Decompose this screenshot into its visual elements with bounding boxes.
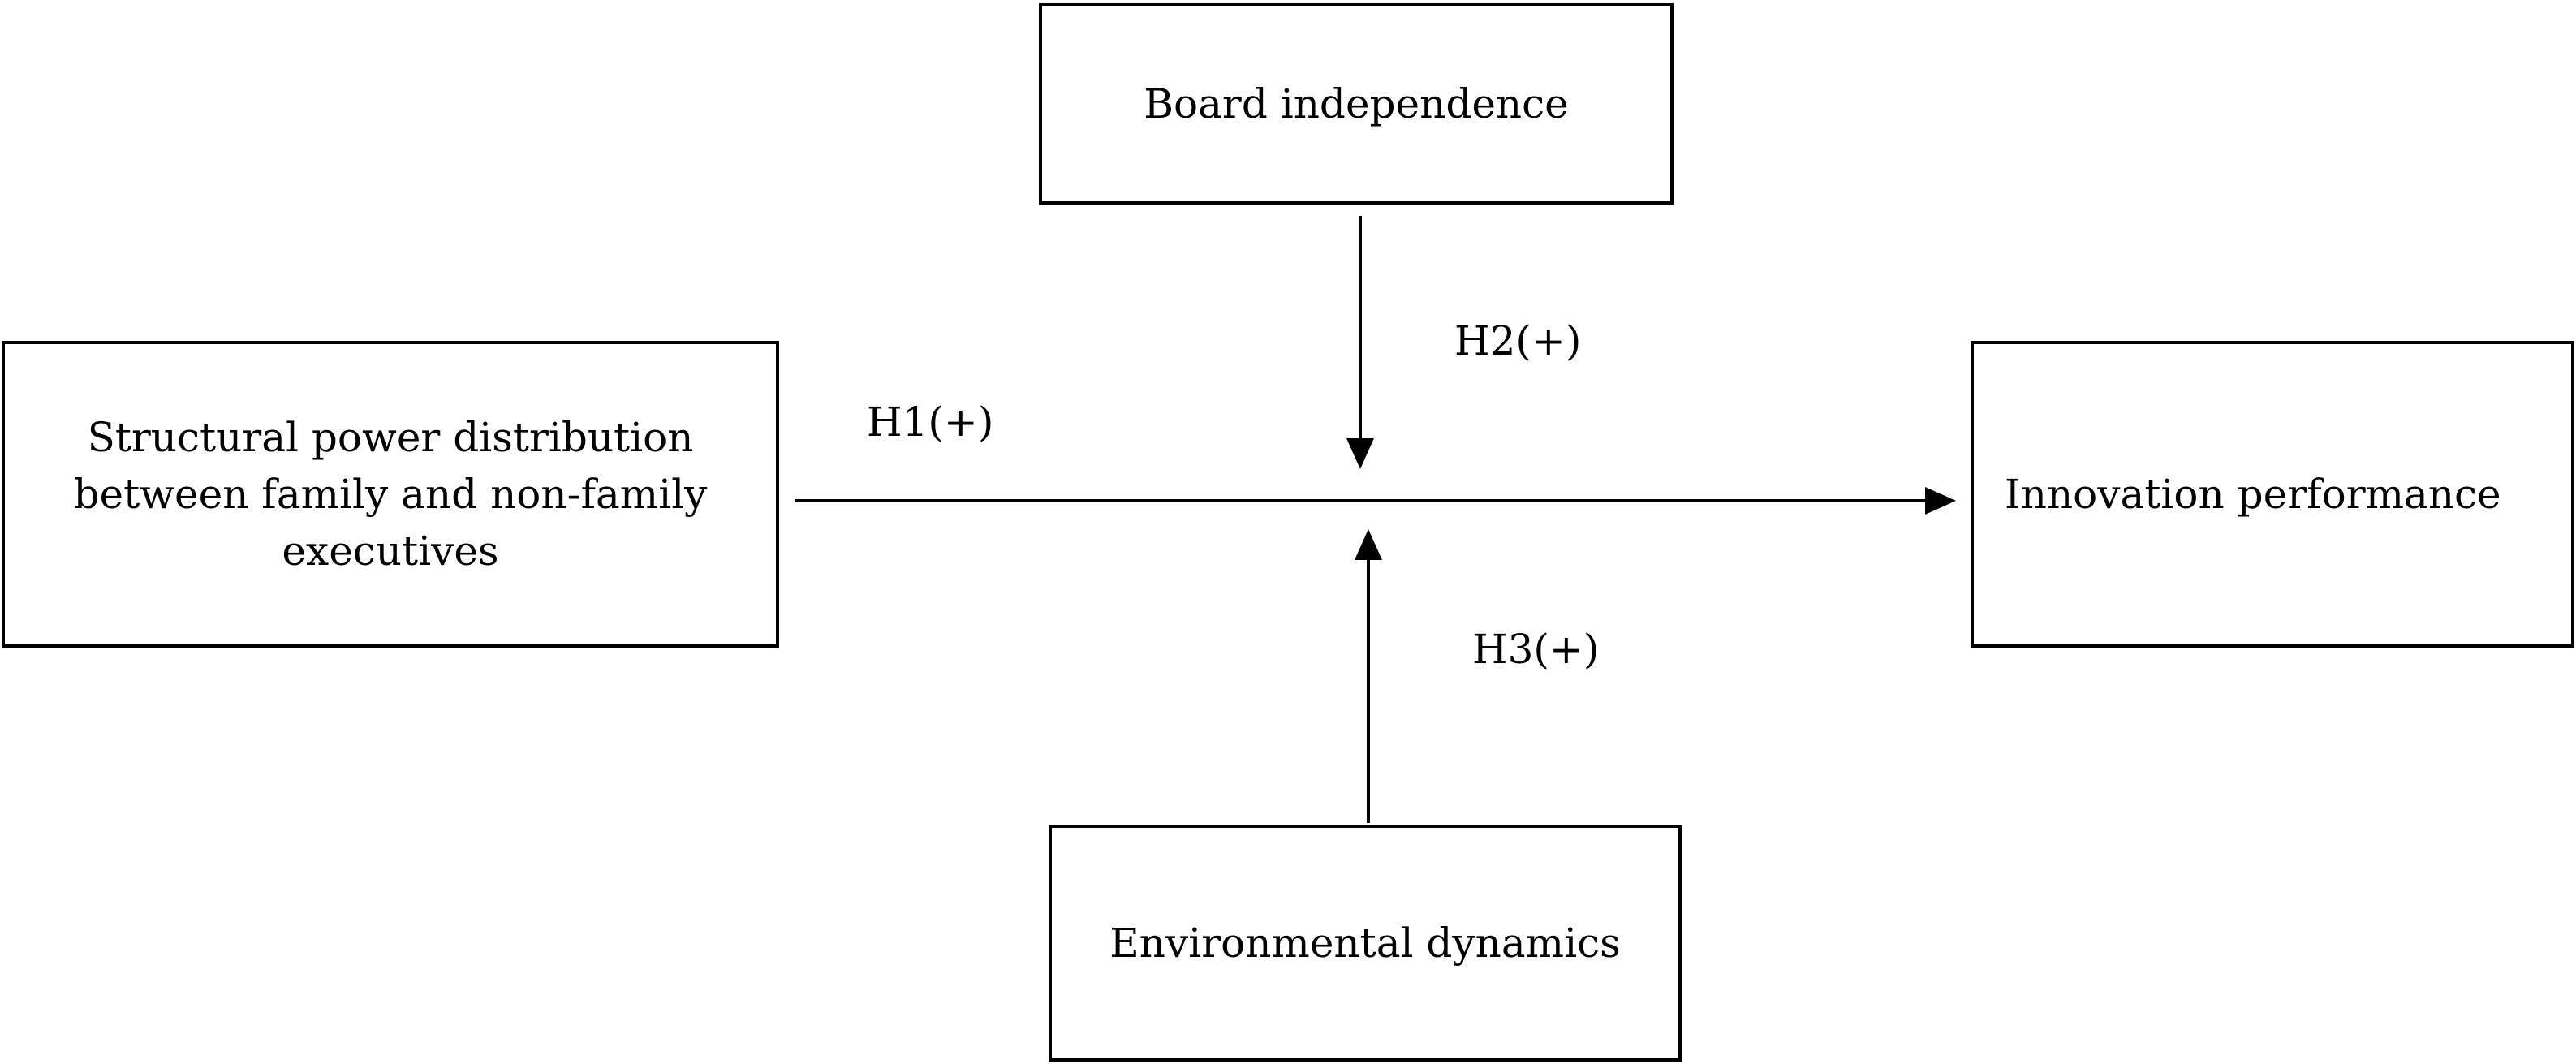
- structural-power-box: Structural power distribution between fa…: [2, 341, 779, 648]
- structural-power-label: Structural power distribution between fa…: [73, 414, 708, 575]
- hypothesis-h1-label: H1(+): [867, 398, 994, 446]
- innovation-performance-label: Innovation performance: [2005, 471, 2501, 518]
- board-independence-label: Board independence: [1144, 80, 1569, 127]
- h1-arrowhead: [1925, 487, 1956, 515]
- hypothesis-h2-label: H2(+): [1454, 317, 1582, 364]
- h3-arrowhead: [1355, 529, 1382, 560]
- board-independence-box: Board independence: [1039, 3, 1674, 205]
- environmental-dynamics-box: Environmental dynamics: [1049, 825, 1682, 1062]
- h2-arrowhead: [1346, 438, 1374, 469]
- environmental-dynamics-label: Environmental dynamics: [1109, 920, 1621, 967]
- innovation-performance-box: Innovation performance: [1971, 341, 2574, 648]
- hypothesis-h3-label: H3(+): [1472, 626, 1600, 673]
